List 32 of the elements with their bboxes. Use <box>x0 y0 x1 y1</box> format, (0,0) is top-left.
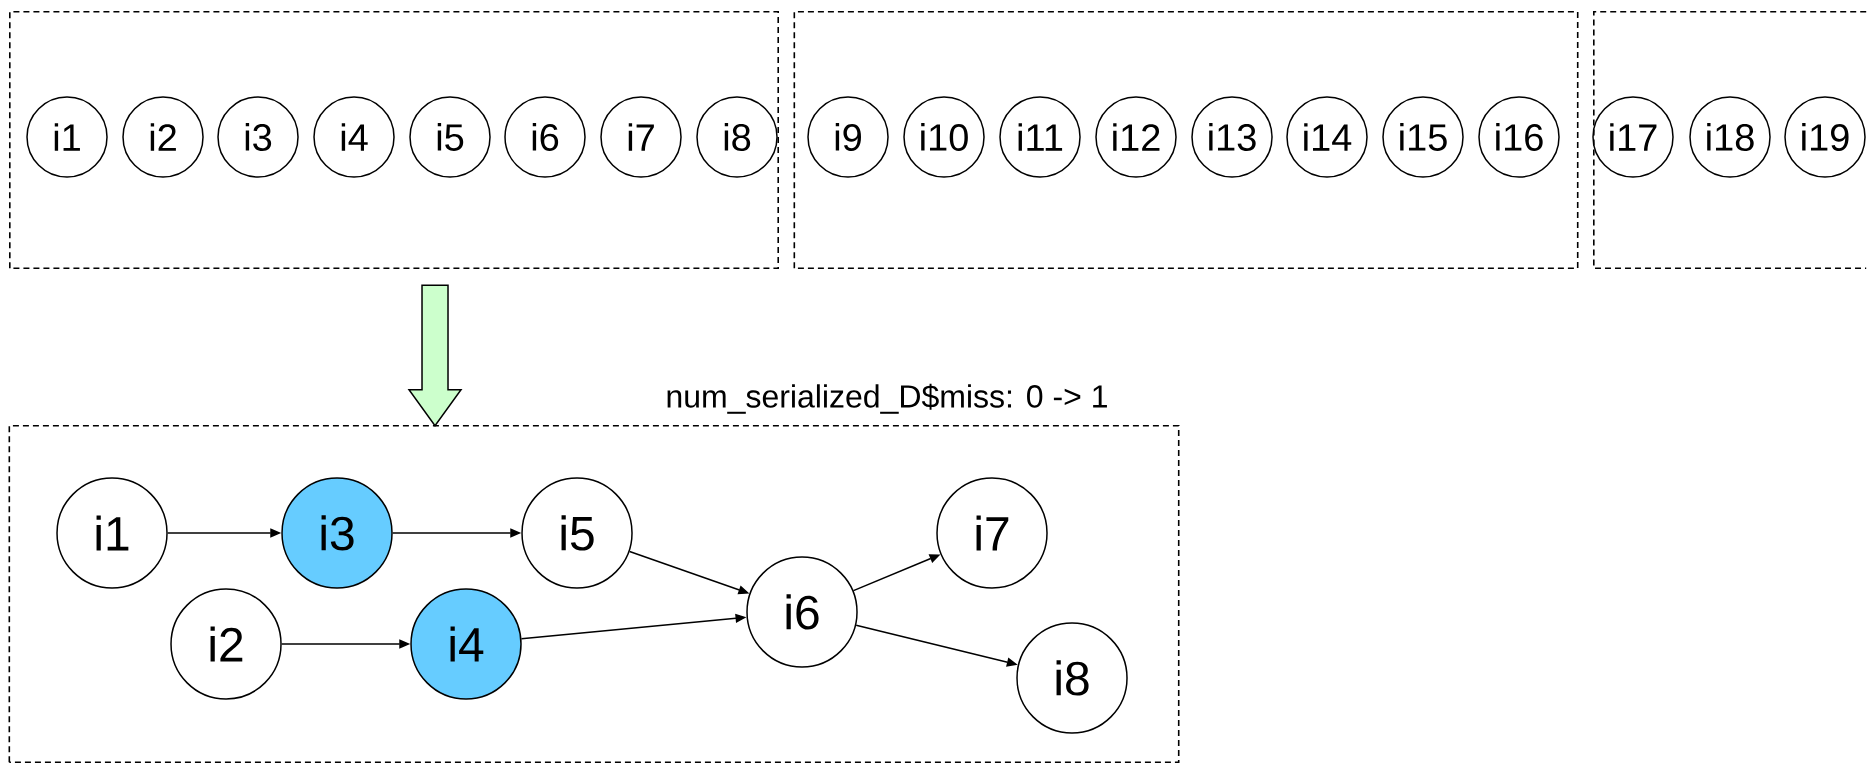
circle-node: i9 <box>807 96 889 178</box>
circle-node: i10 <box>903 96 985 178</box>
circle-node: i7 <box>600 96 682 178</box>
circle-node: i13 <box>1191 96 1273 178</box>
circle-node: i1 <box>26 96 108 178</box>
circle-node: i16 <box>1478 96 1560 178</box>
circle-node: i14 <box>1286 96 1368 178</box>
circle-node: i3 <box>217 96 299 178</box>
circle-node: i3 <box>281 477 393 589</box>
circle-node: i2 <box>122 96 204 178</box>
circle-node: i5 <box>409 96 491 178</box>
circle-node: i4 <box>313 96 395 178</box>
heading-text: num_serialized_D$miss: 0 -> 1 <box>667 383 1107 414</box>
dashed-frame <box>793 11 1579 269</box>
circle-node: i19 <box>1784 96 1866 178</box>
circle-node: i15 <box>1382 96 1464 178</box>
circle-node: i2 <box>170 588 282 700</box>
circle-node: i6 <box>746 556 858 668</box>
circle-node: i6 <box>504 96 586 178</box>
dashed-frame <box>9 11 779 269</box>
circle-node: i7 <box>936 477 1048 589</box>
circle-node: i12 <box>1095 96 1177 178</box>
circle-node: i18 <box>1689 96 1771 178</box>
circle-node: i4 <box>410 588 522 700</box>
circle-node: i5 <box>521 477 633 589</box>
dashed-frame <box>1593 11 1867 269</box>
circle-node: i1 <box>56 477 168 589</box>
circle-node: i8 <box>1016 622 1128 734</box>
circle-node: i8 <box>696 96 778 178</box>
circle-node: i17 <box>1592 96 1674 178</box>
block-arrow <box>407 284 463 428</box>
circle-node: i11 <box>999 96 1081 178</box>
